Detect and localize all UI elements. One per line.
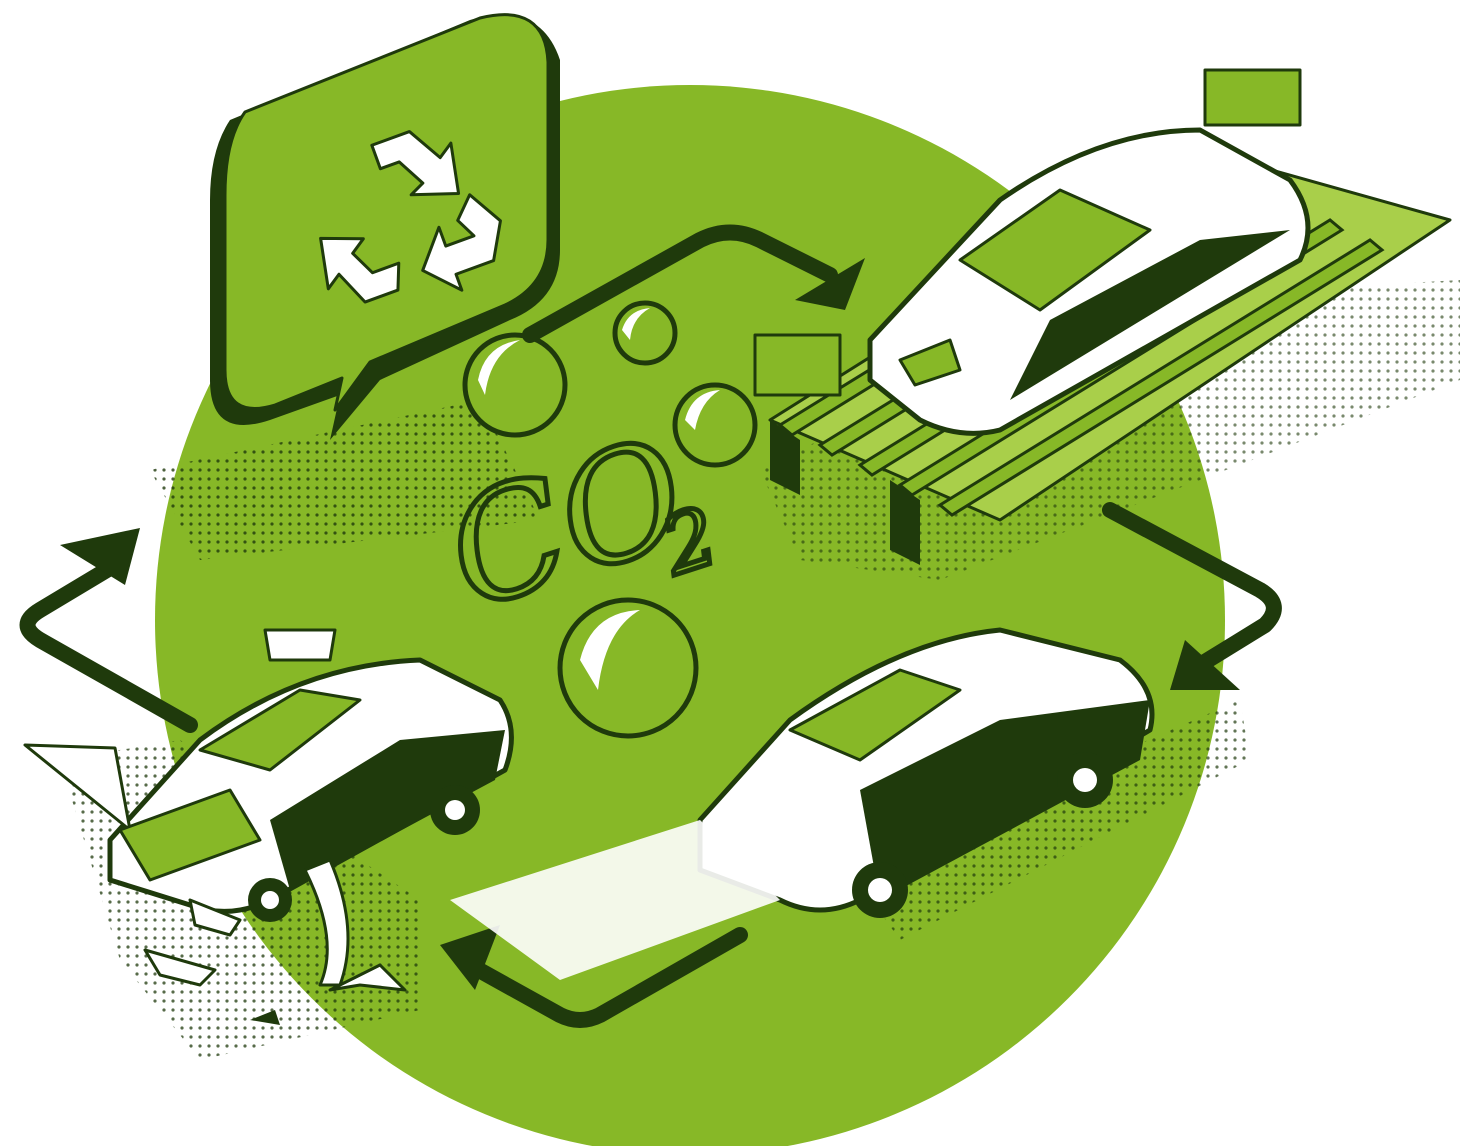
car-recycling-illustration: CO 2 (0, 0, 1464, 1146)
